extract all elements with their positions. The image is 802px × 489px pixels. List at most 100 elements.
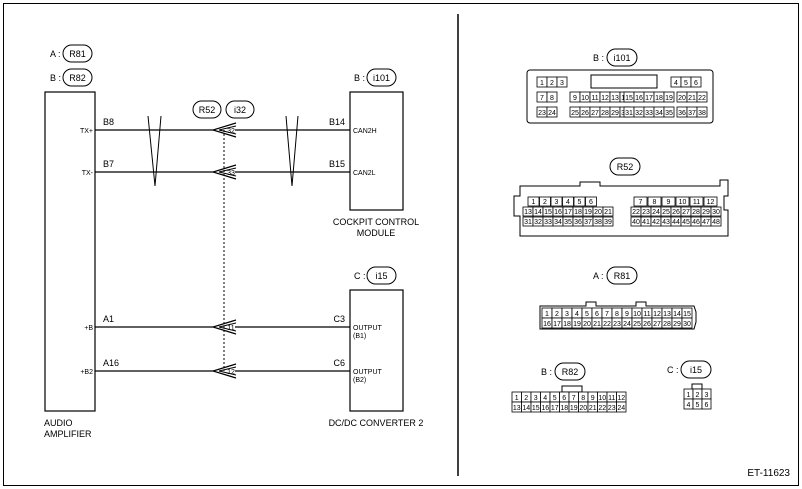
badge-a-r81: A : R81	[50, 44, 93, 63]
badge-oval	[554, 362, 586, 381]
pin-number: 5	[578, 199, 582, 206]
pin-number: 24	[623, 321, 631, 328]
connector-chevron-outer	[210, 122, 237, 138]
pin-number: 4	[687, 402, 691, 409]
badge-prefix: C :	[354, 271, 366, 281]
pin-cell	[527, 196, 540, 207]
connector-chevron-inner	[218, 322, 237, 332]
audio-amplifier-label-1: AUDIO	[44, 418, 73, 428]
pin-number: 20	[583, 321, 591, 328]
pin-cell	[616, 401, 627, 413]
pin-cell	[675, 196, 690, 207]
pin-number: 38	[698, 110, 706, 117]
pin-number: 20	[579, 405, 587, 412]
wire-group: 32B8TX+B14CAN2H33B7TX-B15CAN2L11A1+BC3OU…	[80, 117, 383, 384]
right-pin-label: B15	[329, 159, 345, 169]
pin-cell	[647, 196, 662, 207]
badge-prefix: C :	[667, 365, 679, 375]
connector-latch	[691, 383, 703, 390]
pin-number: 11	[608, 395, 615, 402]
pin-number: 17	[551, 405, 559, 412]
badge-oval	[192, 100, 222, 119]
connector-pin-number: 11	[227, 325, 234, 332]
badge-prefix: A :	[50, 49, 61, 59]
pin-number: 15	[683, 311, 691, 318]
pin-number: 18	[560, 405, 568, 412]
left-terminal-label: +B2	[80, 369, 93, 376]
pin-number: 15	[625, 95, 633, 102]
left-pin-label: A1	[103, 314, 114, 324]
pin-number: 36	[678, 110, 686, 117]
pin-number: 6	[705, 402, 709, 409]
badge-oval	[609, 157, 641, 176]
pin-cell	[556, 76, 568, 88]
pin-number: 27	[653, 321, 661, 328]
pin-number: 13	[663, 311, 671, 318]
pin-number: 8	[550, 95, 554, 102]
connector-views: B :i101123456789101112131415161718192021…	[511, 48, 729, 413]
pin-number: 19	[570, 405, 578, 412]
pin-number: 18	[574, 209, 582, 216]
pin-number: 6	[595, 311, 599, 318]
pin-number: 48	[712, 219, 720, 226]
cockpit-module-label-2: MODULE	[357, 228, 396, 238]
badge-code: R82	[562, 367, 579, 377]
pin-cell	[546, 91, 558, 103]
cockpit-module-label-1: COCKPIT CONTROL	[333, 217, 419, 227]
pin-number: 45	[682, 219, 690, 226]
pin-number: 10	[633, 311, 641, 318]
badge-code: i101	[373, 73, 390, 83]
pin-number: 3	[534, 395, 538, 402]
pin-cell	[585, 196, 597, 207]
pin-cell	[681, 317, 693, 329]
pin-cell	[710, 206, 722, 217]
pin-cell	[602, 206, 614, 217]
left-terminal-label: +B	[84, 325, 93, 332]
pin-cell	[633, 196, 648, 207]
pin-cell	[663, 106, 675, 118]
badge-c-i15: C : i15	[354, 266, 397, 285]
pin-number: 34	[554, 219, 562, 226]
connector-latch	[590, 74, 658, 89]
pin-number: 44	[672, 219, 680, 226]
pin-number: 16	[543, 321, 551, 328]
pin-cell	[689, 196, 704, 207]
badge-oval	[366, 68, 397, 87]
pin-number: 46	[692, 219, 700, 226]
pin-cell	[562, 196, 574, 207]
pin-number: 7	[572, 395, 576, 402]
audio-amplifier-label-2: AMPLIFIER	[44, 429, 92, 439]
pin-number: 9	[591, 395, 595, 402]
pin-number: 6	[589, 199, 593, 206]
badge-code: i32	[234, 105, 246, 115]
pin-number: 7	[540, 95, 544, 102]
pin-number: 18	[655, 95, 663, 102]
pin-number: 22	[698, 95, 706, 102]
pin-number: 14	[534, 209, 542, 216]
pin-number: 21	[688, 95, 696, 102]
badge-code: R52	[199, 105, 216, 115]
right-terminal-label: CAN2L	[353, 170, 376, 177]
pin-cell	[602, 216, 614, 227]
pin-number: 21	[593, 321, 601, 328]
pin-number: 33	[544, 219, 552, 226]
cockpit-module-box	[349, 91, 404, 211]
right-pin-label: B14	[329, 117, 345, 127]
pin-number: 2	[696, 392, 700, 399]
pin-number: 2	[550, 80, 554, 87]
badge-code: i101	[613, 53, 630, 63]
pin-number: 23	[642, 209, 650, 216]
badge-prefix: A :	[593, 271, 604, 281]
pin-number: 29	[673, 321, 681, 328]
right-terminal-label: OUTPUT	[353, 325, 383, 332]
pin-number: 41	[642, 219, 650, 226]
pin-number: 13	[524, 209, 532, 216]
pin-cell	[690, 76, 702, 88]
connector-chevron-inner	[218, 125, 237, 135]
